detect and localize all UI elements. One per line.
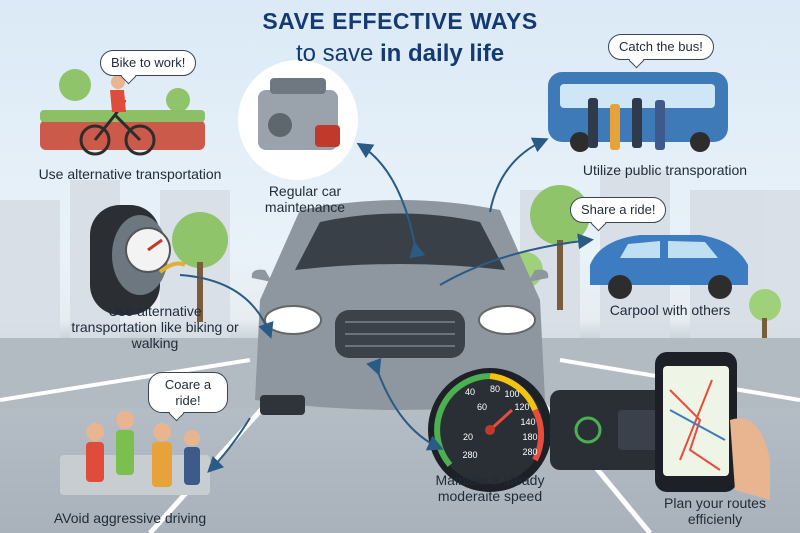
page-title: SAVE EFFECTIVE WAYS (262, 8, 538, 34)
connector-arrows (179, 137, 594, 473)
page-subtitle: to save in daily life (200, 40, 600, 68)
gauge-tick-40: 40 (465, 387, 475, 397)
label-plan-routes: Plan your routes efficienly (664, 495, 766, 528)
tire-icon (90, 205, 186, 315)
gauge-tick-100: 100 (504, 389, 519, 399)
trees (59, 69, 781, 338)
blue-car-icon (590, 235, 748, 299)
gauge-tick-60: 60 (477, 402, 487, 412)
label-carpool: Carpool with others (609, 302, 731, 318)
gauge-tick-80: 80 (490, 384, 500, 394)
label-alt-transport: Use alternative transportation (38, 166, 222, 182)
bubble-coare-ride: Coare a ride! (148, 372, 228, 414)
gauge-tick-280a: 280 (462, 450, 477, 460)
gauge-tick-20: 20 (463, 432, 473, 442)
people-group-icon (60, 411, 210, 495)
speedometer-icon: 40 60 80 100 120 140 20 280 180 280 (428, 368, 552, 492)
engine-icon (238, 60, 358, 180)
label-car-maintenance: Regular car maintenance (264, 183, 346, 216)
bike-icon (40, 75, 205, 156)
phone-map-icon (550, 352, 770, 500)
subtitle-prefix: to save (295, 40, 374, 67)
label-alt-transport-long: Use alternative transportation like biki… (71, 303, 239, 352)
subtitle-bold: in daily life (380, 40, 505, 67)
bus-icon (548, 72, 728, 152)
gauge-tick-120: 120 (514, 402, 529, 412)
label-steady-speed: Mainiain a steady moderaite speed (435, 472, 545, 505)
bubble-share-ride: Share a ride! (570, 197, 667, 223)
bubble-bike: Bike to work! (100, 50, 197, 76)
label-aggressive-driving: AVoid aggressive driving (53, 510, 207, 526)
gauge-tick-180: 180 (522, 432, 537, 442)
bubble-bus: Catch the bus! (608, 34, 714, 60)
gauge-tick-280b: 280 (522, 447, 537, 457)
label-public-transport: Utilize public transporation (582, 162, 748, 178)
gauge-tick-140: 140 (520, 417, 535, 427)
